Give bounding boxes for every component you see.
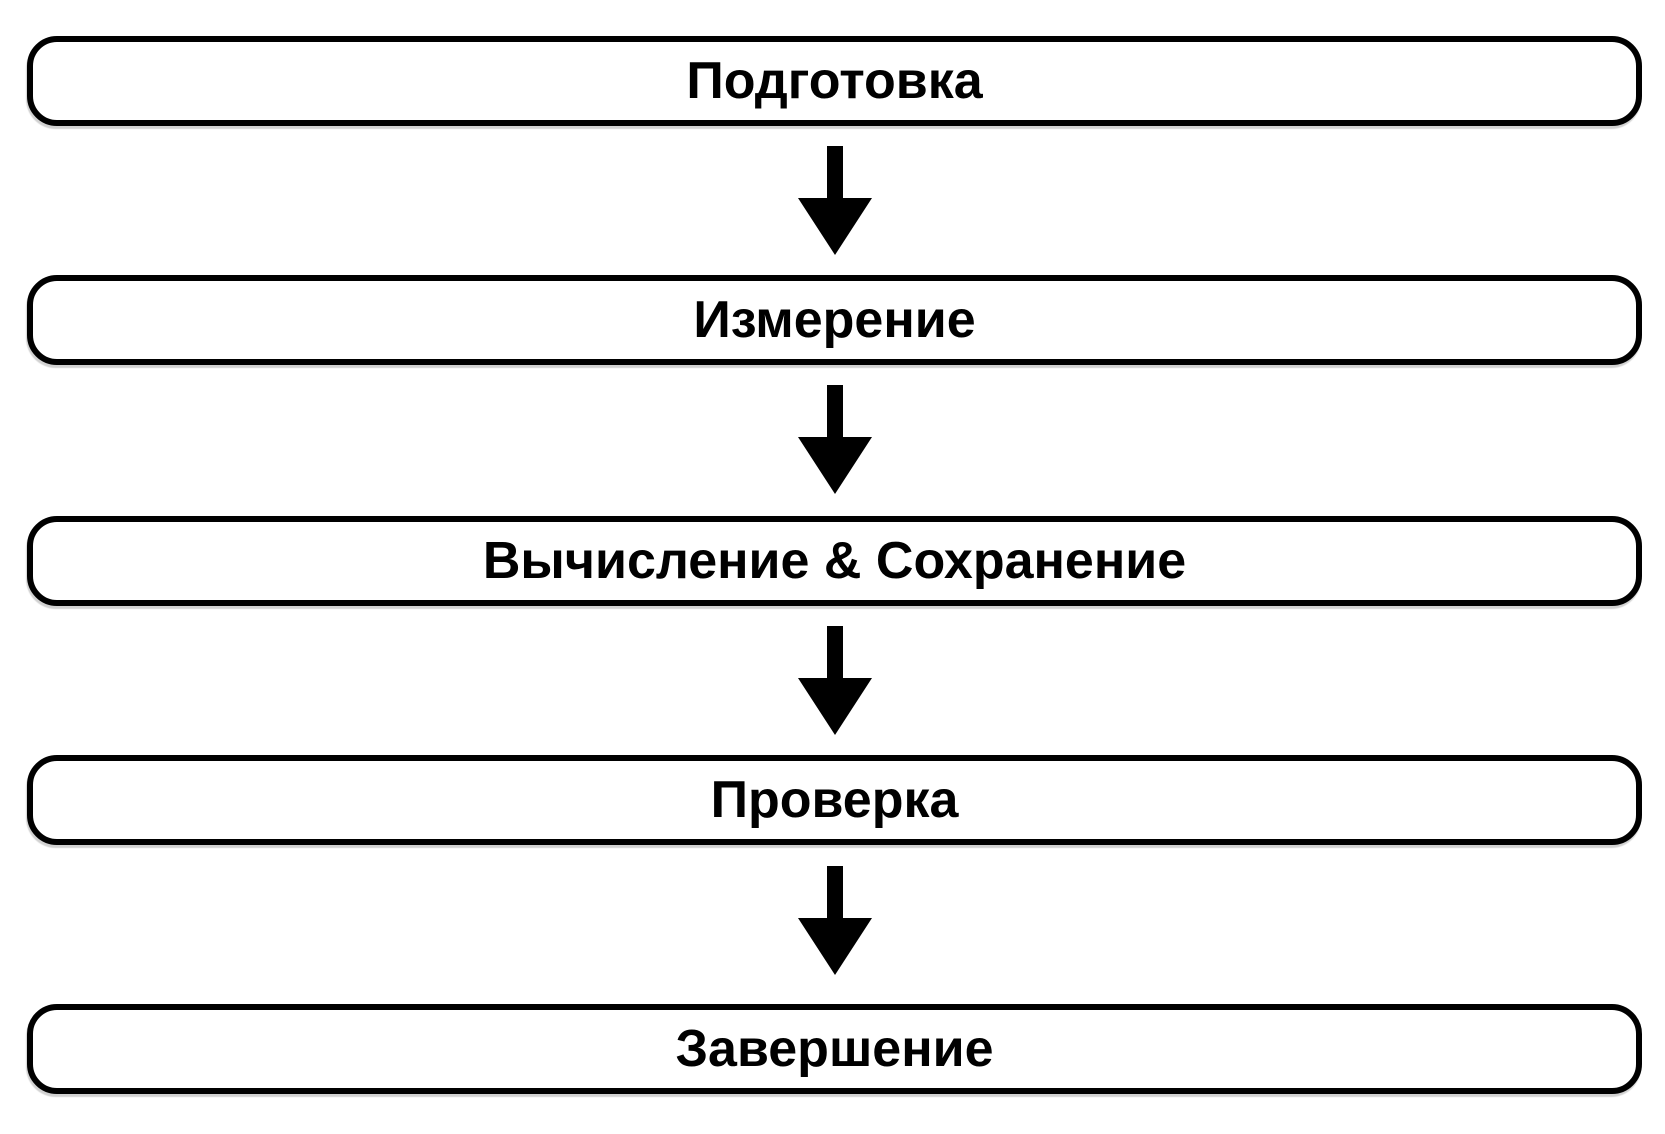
arrow-head <box>798 678 872 735</box>
step-label: Завершение <box>675 1020 994 1078</box>
arrow-shaft <box>827 626 843 678</box>
arrow-shaft <box>827 866 843 918</box>
step-box-preparation: Подготовка <box>27 36 1642 126</box>
arrow-head <box>798 198 872 255</box>
arrow-shaft <box>827 146 843 198</box>
step-box-calculation-saving: Вычисление & Сохранение <box>27 516 1642 606</box>
down-arrow-icon <box>798 385 872 494</box>
down-arrow-icon <box>798 146 872 255</box>
arrow-shaft <box>827 385 843 437</box>
step-label: Подготовка <box>686 52 983 110</box>
down-arrow-icon <box>798 866 872 975</box>
arrow-head <box>798 918 872 975</box>
down-arrow-icon <box>798 626 872 735</box>
step-box-verification: Проверка <box>27 755 1642 845</box>
step-box-measurement: Измерение <box>27 275 1642 365</box>
step-box-completion: Завершение <box>27 1004 1642 1094</box>
step-label: Измерение <box>693 291 976 349</box>
step-label: Проверка <box>710 771 959 829</box>
arrow-head <box>798 437 872 494</box>
step-label: Вычисление & Сохранение <box>482 532 1187 590</box>
